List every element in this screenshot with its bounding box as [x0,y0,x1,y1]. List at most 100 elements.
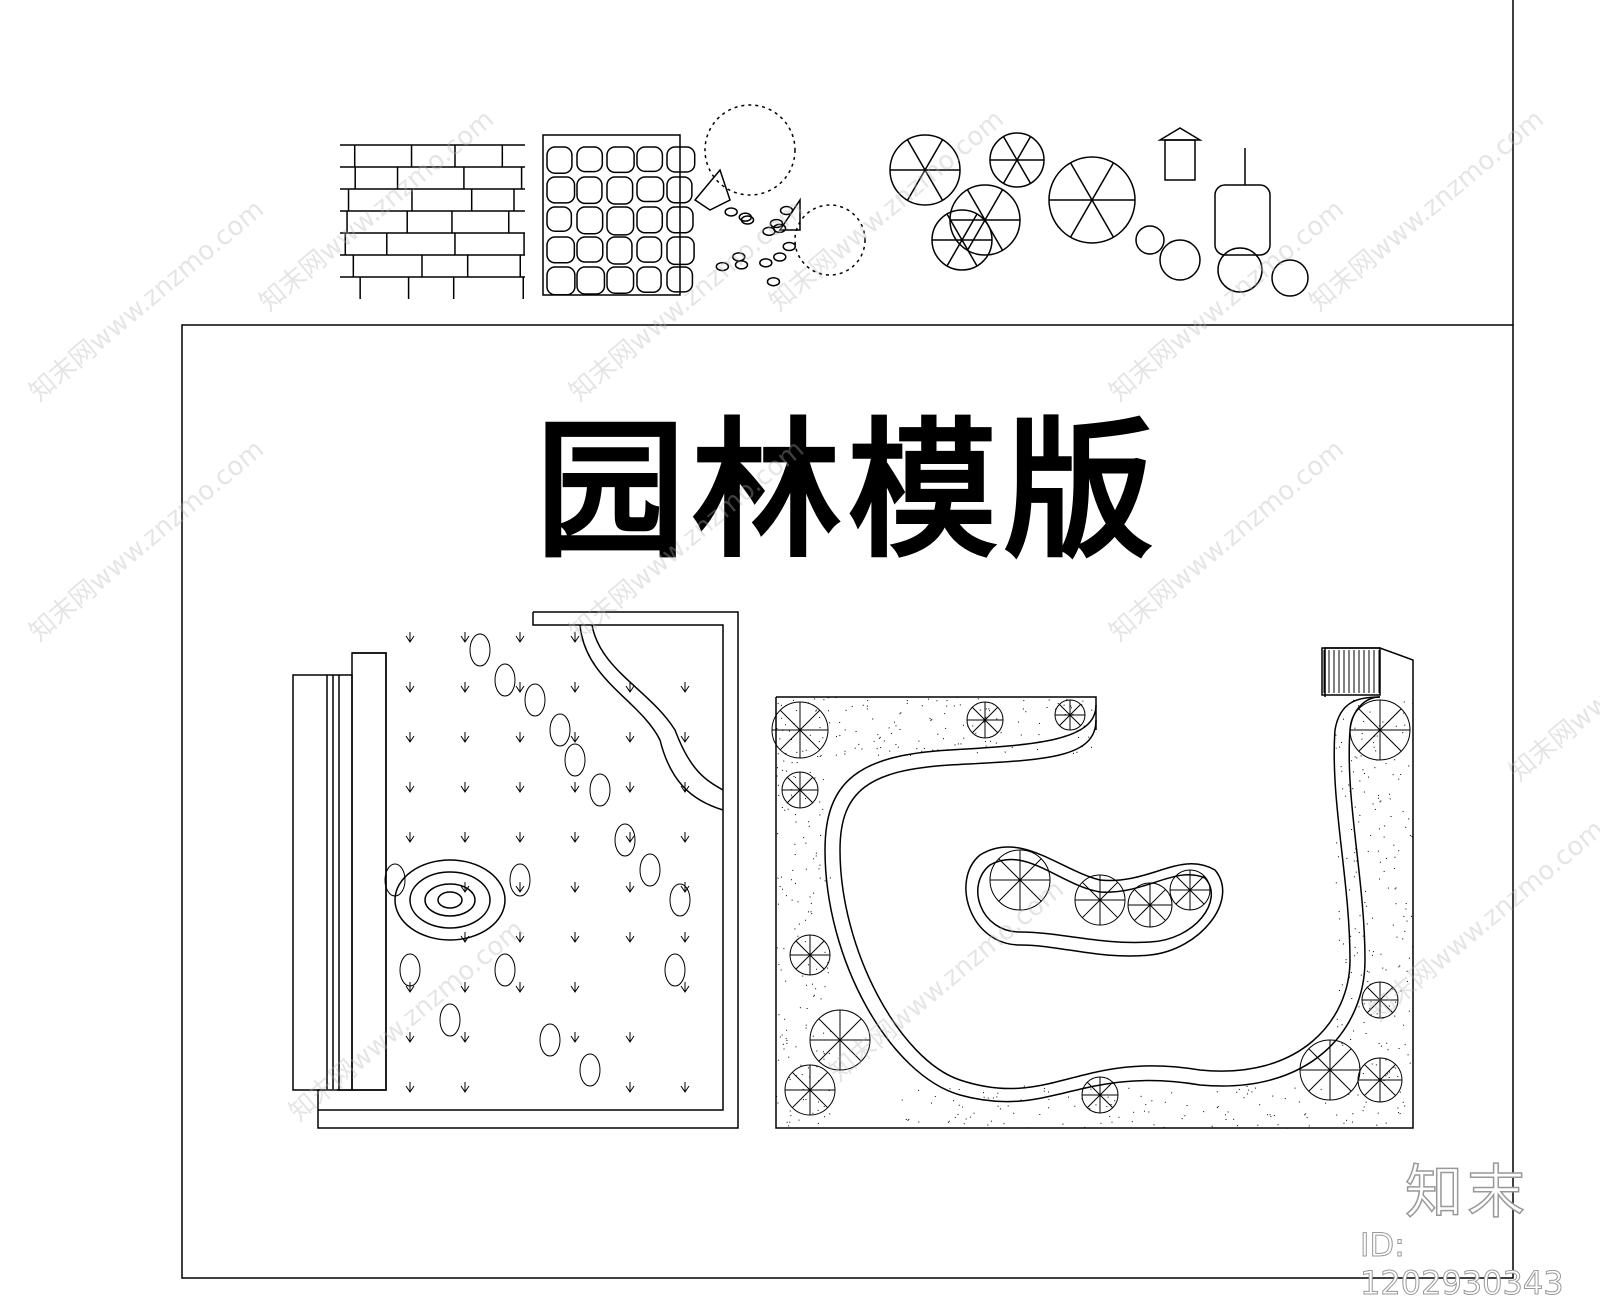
gravel-dot [805,1099,807,1101]
gravel-dot [777,903,779,905]
grass-symbol [570,982,580,993]
gravel-dot [1164,1101,1166,1103]
gravel-dot [799,1007,801,1009]
gravel-dot [1095,1104,1097,1106]
gravel-dot [1348,889,1350,891]
gravel-dot [815,710,817,712]
stepping-stone [539,1023,561,1057]
grass-symbol [625,832,635,843]
gravel-dot [811,913,813,915]
gravel-dot [819,814,821,816]
gravel-dot [893,721,895,723]
gravel-dot [1395,1067,1397,1069]
gravel-dot [1387,1073,1389,1075]
gravel-dot [1403,1024,1405,1026]
gravel-dot [1409,1062,1411,1064]
gravel-dot [1091,709,1093,711]
gravel-dot [1392,988,1394,990]
gravel-dot [1356,860,1358,862]
gravel-dot [956,697,958,699]
stepping-stone [589,773,611,807]
gravel-dot [816,968,818,970]
gravel-dot [1409,835,1411,837]
gravel-dot [1411,835,1413,837]
gravel-dot [808,825,810,827]
gravel-dot [1377,797,1379,799]
gravel-dot [1365,1101,1367,1103]
gravel-dot [1057,703,1059,705]
grass-symbol [460,632,470,643]
gravel-dot [788,730,790,732]
gravel-dot [1387,887,1389,889]
gravel-dot [829,1113,831,1115]
grass-symbol [680,1082,690,1093]
gravel-dot [1353,876,1355,878]
gravel-dot [839,722,841,724]
gravel-dot [1353,860,1355,862]
gravel-dot [1377,1112,1379,1114]
gravel-dot [828,722,830,724]
flagstone [606,176,634,205]
gravel-dot [820,754,822,756]
gravel-dot [820,834,822,836]
gravel-dot [1362,1110,1364,1112]
gravel-dot [1359,814,1361,816]
gravel-dot [785,1038,787,1040]
gravel-dot [810,902,812,904]
grass-symbol [680,832,690,843]
gravel-dot [899,728,901,730]
gravel-dot [798,1119,800,1121]
gravel-dot [1352,788,1354,790]
gravel-dot [788,1077,790,1079]
gravel-dot [777,1059,779,1061]
gravel-dot [1382,721,1384,723]
gravel-dot [813,995,815,997]
tree-branch [924,139,944,171]
gravel-dot [1402,938,1404,940]
gravel-dot [1349,790,1351,792]
flagstone [546,236,576,264]
gravel-dot [1133,1111,1135,1113]
gravel-dot [851,705,853,707]
gravel-dot [835,754,837,756]
gravel-dot [942,738,944,740]
gravel-dot [1351,998,1353,1000]
gravel-dot [866,705,868,707]
tree-branch [1134,889,1151,906]
pebble [740,215,755,225]
gravel-dot [1163,1126,1165,1128]
gravel-dot [1404,1044,1406,1046]
gravel-dot [819,877,821,879]
gravel-dot [1396,936,1398,938]
tree-branch [1379,729,1402,752]
tree-branch [984,219,1004,251]
gravel-dot [1007,1105,1009,1107]
gravel-dot [1118,1116,1120,1118]
tree-branch [1366,999,1381,1014]
tree-branch [1329,1069,1352,1092]
gravel-dot [1336,842,1338,844]
gravel-dot [1342,1044,1344,1046]
gravel-dot [1082,700,1084,702]
gravel-dot [1402,1101,1404,1103]
gravel-dot [804,919,806,921]
gravel-dot [786,1121,788,1123]
gravel-dot [781,1034,783,1036]
gravel-dot [1405,908,1407,910]
gravel-dot [987,1124,989,1126]
gravel-dot [947,1121,949,1123]
gravel-dot [1373,746,1375,748]
gravel-dot [959,704,961,706]
gravel-dot [1257,1124,1259,1126]
gravel-dot [866,708,868,710]
tree-branch [839,1039,862,1062]
gravel-dot [819,801,821,803]
flagstone [546,266,576,296]
gravel-dot [1362,769,1364,771]
gravel-dot [1335,734,1337,736]
gravel-dot [1114,1100,1116,1102]
tree-branch [1379,708,1402,731]
tree-branch [984,706,999,721]
gravel-dot [802,975,804,977]
tree-branch [1379,999,1394,1014]
